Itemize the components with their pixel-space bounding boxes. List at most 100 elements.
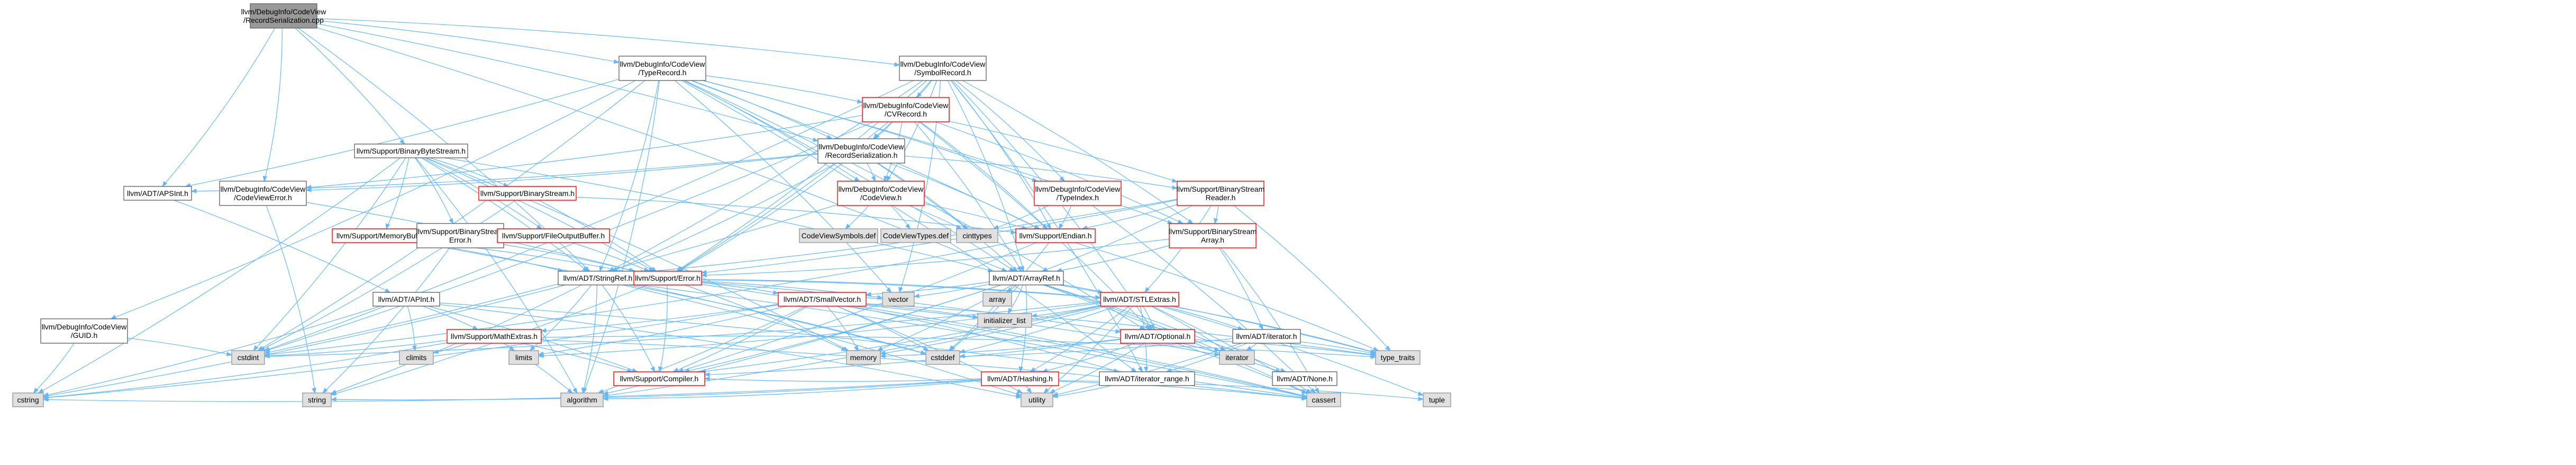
edge-line bbox=[959, 306, 1117, 353]
node-iterrange[interactable]: llvm/ADT/iterator_range.h bbox=[1099, 371, 1195, 386]
node-box bbox=[837, 181, 925, 206]
edge-arrowhead bbox=[857, 99, 863, 104]
edge-arrowhead bbox=[330, 391, 337, 396]
node-codeview[interactable]: llvm/DebugInfo/CodeView/CodeView.h bbox=[837, 181, 925, 206]
edge-arrowhead bbox=[700, 270, 707, 274]
node-label: llvm/ADT/SmallVector.h bbox=[784, 295, 861, 303]
edge-root-to-typerecord bbox=[316, 20, 620, 64]
edge-line bbox=[678, 163, 843, 272]
node-bytestream[interactable]: llvm/Support/BinaryByteStream.h bbox=[354, 144, 468, 158]
node-hashing[interactable]: llvm/ADT/Hashing.h bbox=[981, 371, 1059, 386]
edge-bytestream-to-cstring bbox=[38, 157, 401, 394]
node-box bbox=[558, 271, 638, 285]
edge-line bbox=[415, 157, 578, 394]
node-smallvector[interactable]: llvm/ADT/SmallVector.h bbox=[778, 292, 867, 307]
node-box bbox=[1177, 181, 1264, 206]
edge-line bbox=[433, 343, 469, 353]
node-cstring: cstring bbox=[12, 392, 44, 407]
edge-arrowhead bbox=[871, 175, 876, 182]
node-label: llvm/ADT/STLExtras.h bbox=[1103, 295, 1176, 303]
node-symbolrecord[interactable]: llvm/DebugInfo/CodeView/SymbolRecord.h bbox=[899, 56, 987, 81]
node-stringref[interactable]: llvm/ADT/StringRef.h bbox=[558, 271, 638, 285]
edge-arrowhead bbox=[898, 287, 903, 293]
edge-line bbox=[959, 338, 1233, 357]
edge-arrowhead bbox=[700, 273, 707, 278]
node-stlextras[interactable]: llvm/ADT/STLExtras.h bbox=[1100, 292, 1179, 307]
edge-line bbox=[264, 204, 838, 354]
node-label: llvm/Support/BinaryStream bbox=[1169, 227, 1257, 236]
node-vector: vector bbox=[882, 292, 915, 307]
node-error[interactable]: llvm/Support/Error.h bbox=[633, 271, 702, 285]
edge-recordser-to-streamreader bbox=[904, 156, 1178, 190]
node-typerecord[interactable]: llvm/DebugInfo/CodeView/TypeRecord.h bbox=[618, 56, 706, 81]
node-compiler[interactable]: llvm/Support/Compiler.h bbox=[613, 371, 705, 386]
node-memory: memory bbox=[846, 350, 881, 365]
edge-endian-to-compiler bbox=[677, 242, 1037, 372]
node-apint[interactable]: llvm/ADT/APInt.h bbox=[372, 292, 440, 307]
edge-bytestream-to-cstdint bbox=[253, 157, 406, 352]
edge-line bbox=[878, 163, 968, 229]
edge-line bbox=[415, 242, 926, 354]
edge-typerecord-to-apsint bbox=[185, 78, 620, 187]
node-cstddef: cstddef bbox=[925, 350, 960, 365]
node-apsint[interactable]: llvm/ADT/APSInt.h bbox=[123, 186, 192, 201]
node-mathextras[interactable]: llvm/Support/MathExtras.h bbox=[447, 329, 542, 344]
node-optional[interactable]: llvm/ADT/Optional.h bbox=[1120, 329, 1195, 344]
edge-line bbox=[503, 244, 634, 272]
node-fileoutbuf[interactable]: llvm/Support/FileOutputBuffer.h bbox=[497, 228, 610, 243]
edge-typerecord-to-typeindex bbox=[703, 80, 1038, 182]
node-label: llvm/DebugInfo/CodeView bbox=[819, 142, 905, 151]
node-guid[interactable]: llvm/DebugInfo/CodeView/GUID.h bbox=[40, 318, 128, 344]
edge-arrowhead bbox=[913, 293, 920, 298]
edge-streamreader-to-streamarray bbox=[1213, 205, 1219, 225]
edge-arrowhead bbox=[1137, 366, 1143, 373]
node-label: CodeViewTypes.def bbox=[883, 231, 949, 240]
edge-line bbox=[439, 304, 1022, 398]
node-none[interactable]: llvm/ADT/None.h bbox=[1272, 371, 1337, 386]
edge-arrowhead bbox=[262, 176, 267, 182]
edge-line bbox=[1144, 205, 1212, 293]
edge-arrowhead bbox=[540, 328, 547, 333]
node-box bbox=[560, 392, 604, 407]
node-label: /CodeView.h bbox=[860, 193, 902, 202]
edge-arrowhead bbox=[567, 388, 574, 394]
edge-stringref-to-algorithm bbox=[581, 284, 597, 394]
edge-root-to-bytestream bbox=[295, 28, 405, 145]
edge-line bbox=[683, 80, 860, 182]
node-binarystream[interactable]: llvm/Support/BinaryStream.h bbox=[478, 186, 577, 201]
edge-line bbox=[316, 18, 900, 66]
edge-arrowhead bbox=[949, 345, 955, 351]
node-arrayref[interactable]: llvm/ADT/ArrayRef.h bbox=[989, 271, 1064, 285]
node-label: /RecordSerialization.h bbox=[825, 151, 898, 159]
edge-hashing-to-string bbox=[330, 379, 982, 402]
edge-line bbox=[422, 306, 478, 330]
node-codeviewerror[interactable]: llvm/DebugInfo/CodeView/CodeViewError.h bbox=[219, 181, 307, 206]
node-label: limits bbox=[515, 353, 532, 362]
edge-line bbox=[886, 80, 937, 182]
edge-arrowhead bbox=[879, 351, 886, 355]
node-box bbox=[508, 350, 539, 365]
node-label: initializer_list bbox=[984, 316, 1025, 325]
node-box bbox=[1099, 371, 1195, 386]
node-iteratorh[interactable]: llvm/ADT/iterator.h bbox=[1232, 329, 1301, 344]
edge-line bbox=[576, 196, 1016, 233]
node-label: iterator bbox=[1225, 353, 1249, 362]
edge-arrowhead bbox=[572, 387, 578, 394]
node-label: llvm/ADT/iterator_range.h bbox=[1105, 374, 1189, 383]
edge-root-to-apsint bbox=[162, 28, 276, 187]
node-endian[interactable]: llvm/Support/Endian.h bbox=[1015, 228, 1096, 243]
node-box bbox=[416, 223, 504, 248]
node-cvrecord[interactable]: llvm/DebugInfo/CodeView/CVRecord.h bbox=[862, 97, 950, 122]
node-recordser[interactable]: llvm/DebugInfo/CodeView/RecordSerializat… bbox=[817, 138, 905, 164]
edge-arrowhead bbox=[330, 397, 336, 402]
edge-line bbox=[866, 281, 990, 295]
edge-line bbox=[264, 80, 914, 351]
edge-line bbox=[582, 284, 597, 394]
edge-arrowhead bbox=[42, 397, 49, 402]
node-initlist: initializer_list bbox=[977, 313, 1032, 328]
edge-line bbox=[1057, 245, 1170, 272]
node-typeindex[interactable]: llvm/DebugInfo/CodeView/TypeIndex.h bbox=[1034, 181, 1122, 206]
